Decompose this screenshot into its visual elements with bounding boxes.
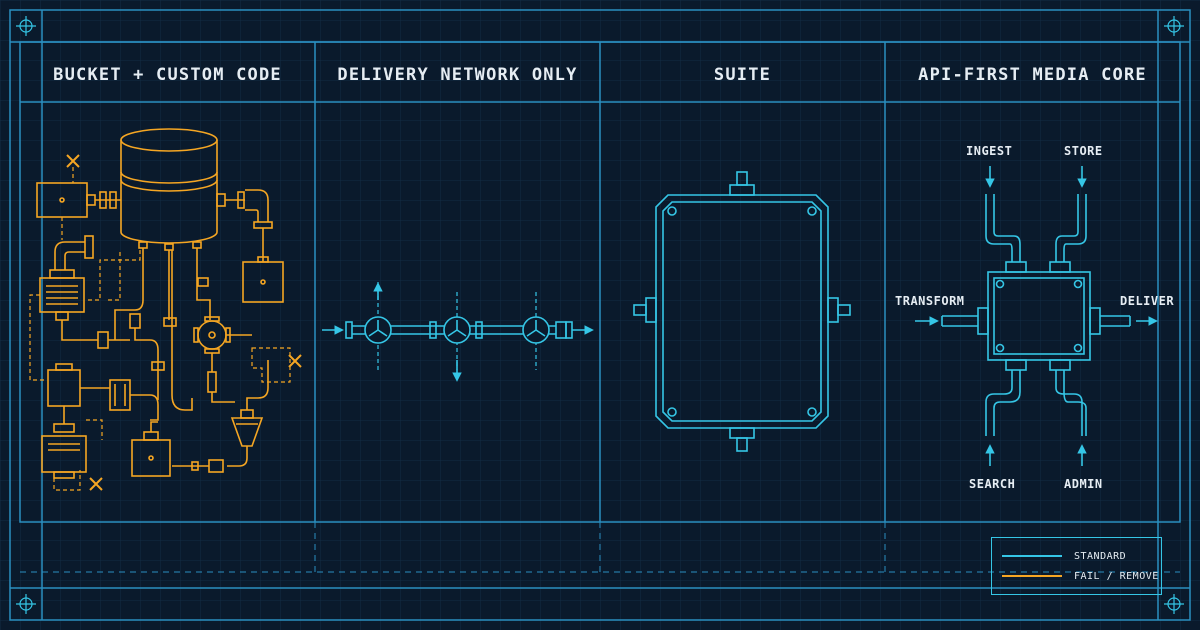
admin-pipe — [1049, 359, 1087, 466]
corner-mark-bottom-left — [16, 594, 36, 614]
right-elbow-pipe — [216, 189, 284, 303]
legend-item-fail: FAIL / REMOVE — [1002, 569, 1159, 583]
legend-swatch-standard — [1002, 555, 1062, 557]
legend-swatch-fail — [1002, 575, 1062, 577]
core-inner-box — [993, 277, 1085, 355]
corner-marks — [16, 16, 1184, 614]
column-title-suite: SUITE — [713, 65, 772, 85]
column-title-media-core: API-FIRST MEDIA CORE — [918, 65, 1147, 85]
failed-box-right — [251, 347, 291, 383]
dashed-links — [29, 217, 141, 381]
suite-inner-box — [662, 201, 822, 422]
bucket-custom-code-diagram — [29, 128, 302, 491]
port-label-deliver: DELIVER — [1120, 294, 1175, 308]
port-label-search: SEARCH — [969, 477, 1016, 491]
port-label-admin: ADMIN — [1064, 477, 1103, 491]
corner-mark-top-right — [1164, 16, 1184, 36]
corner-mark-top-left — [16, 16, 36, 36]
outer-frame — [9, 9, 1191, 621]
transform-pipe — [915, 307, 989, 335]
right-connector — [827, 297, 851, 323]
store-pipe — [1049, 166, 1087, 273]
pipe-network — [114, 248, 252, 411]
column-title-delivery-network: DELIVERY NETWORK ONLY — [337, 65, 578, 85]
media-core-diagram — [915, 166, 1158, 466]
delivery-network-diagram — [322, 282, 594, 382]
suite-outer-box — [655, 194, 829, 429]
funnel-filter — [172, 360, 269, 473]
database-tank — [120, 128, 218, 251]
port-label-ingest: INGEST — [966, 144, 1013, 158]
ingest-pipe — [985, 166, 1027, 273]
suite-diagram — [633, 171, 851, 452]
legend-label-fail: FAIL / REMOVE — [1074, 570, 1159, 582]
bottom-left-units — [41, 363, 171, 479]
fail-x-icon — [66, 154, 302, 491]
bottom-connector — [729, 427, 755, 452]
port-label-transform: TRANSFORM — [895, 294, 965, 308]
node-2-icon — [443, 292, 471, 370]
column-title-bucket: BUCKET + CUSTOM CODE — [53, 65, 282, 85]
deliver-pipe — [1089, 307, 1158, 335]
node-3-icon — [522, 292, 550, 370]
left-connector — [633, 297, 657, 323]
dashed-links-lower — [53, 419, 103, 491]
legend-label-standard: STANDARD — [1074, 550, 1127, 562]
top-connector — [729, 171, 755, 196]
port-label-store: STORE — [1064, 144, 1103, 158]
legend: STANDARD FAIL / REMOVE — [991, 537, 1162, 595]
corner-mark-bottom-right — [1164, 594, 1184, 614]
legend-item-standard: STANDARD — [1002, 549, 1126, 563]
search-pipe — [985, 359, 1027, 466]
